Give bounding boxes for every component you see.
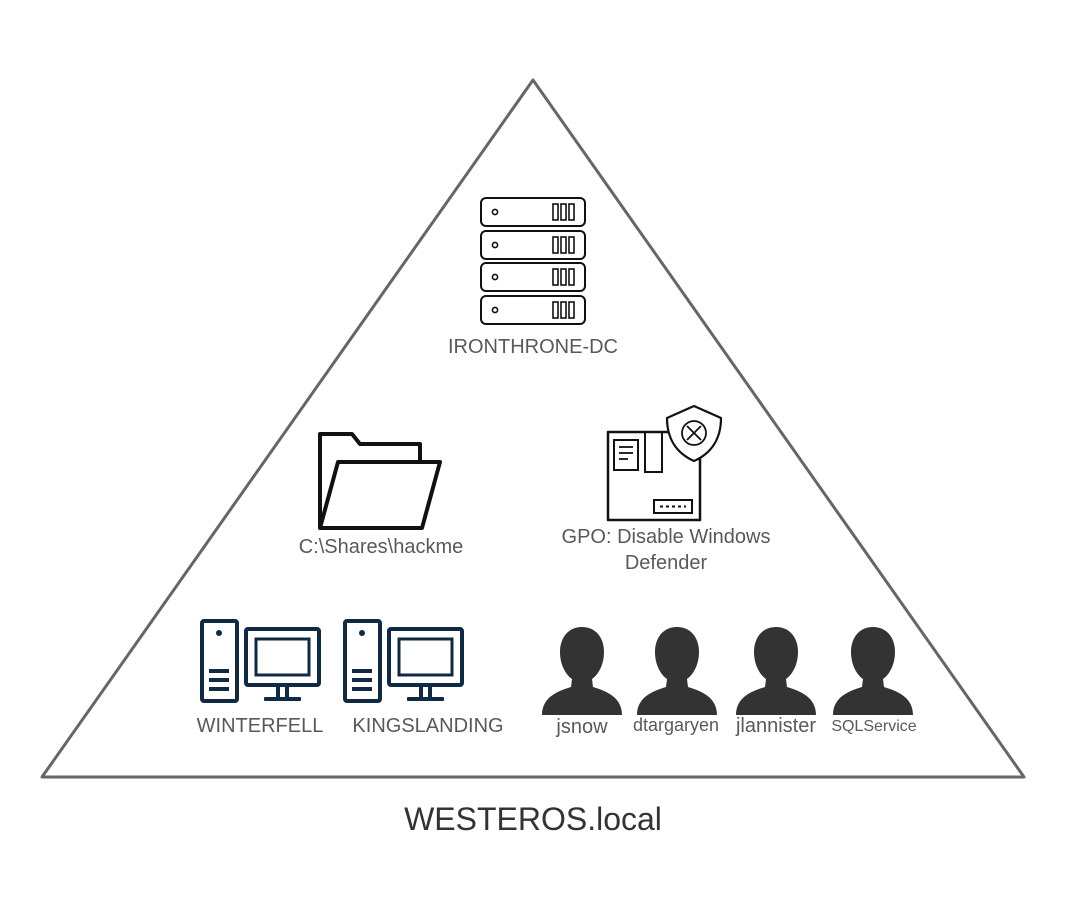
user-jsnow: jsnow (542, 627, 622, 738)
dc-label: IRONTHRONE-DC (448, 336, 618, 358)
share: C:\Shares\hackme (299, 432, 464, 558)
computer-label: WINTERFELL (197, 715, 324, 737)
gpo: GPO: Disable Windows Defender (562, 404, 771, 574)
computer-kingslanding: KINGSLANDING (343, 619, 504, 737)
shield-box-icon (606, 404, 723, 522)
user-label: SQLService (831, 718, 916, 735)
user-label: jsnow (555, 716, 608, 738)
user-label: dtargaryen (633, 715, 719, 735)
user-sqlservice: SQLService (831, 627, 917, 735)
domain-controller: IRONTHRONE-DC (448, 197, 618, 358)
computer-winterfell: WINTERFELL (197, 619, 324, 737)
computer-label: KINGSLANDING (352, 715, 503, 737)
gpo-label-line2: Defender (625, 552, 708, 574)
domain-triangle (40, 78, 1026, 779)
folder-icon (318, 432, 442, 530)
gpo-label-line1: GPO: Disable Windows (562, 526, 771, 548)
user-dtargaryen: dtargaryen (633, 627, 719, 735)
share-label: C:\Shares\hackme (299, 536, 464, 558)
user-jlannister: jlannister (735, 627, 816, 737)
domain-name: WESTEROS.local (404, 801, 662, 837)
user-label: jlannister (735, 715, 816, 737)
